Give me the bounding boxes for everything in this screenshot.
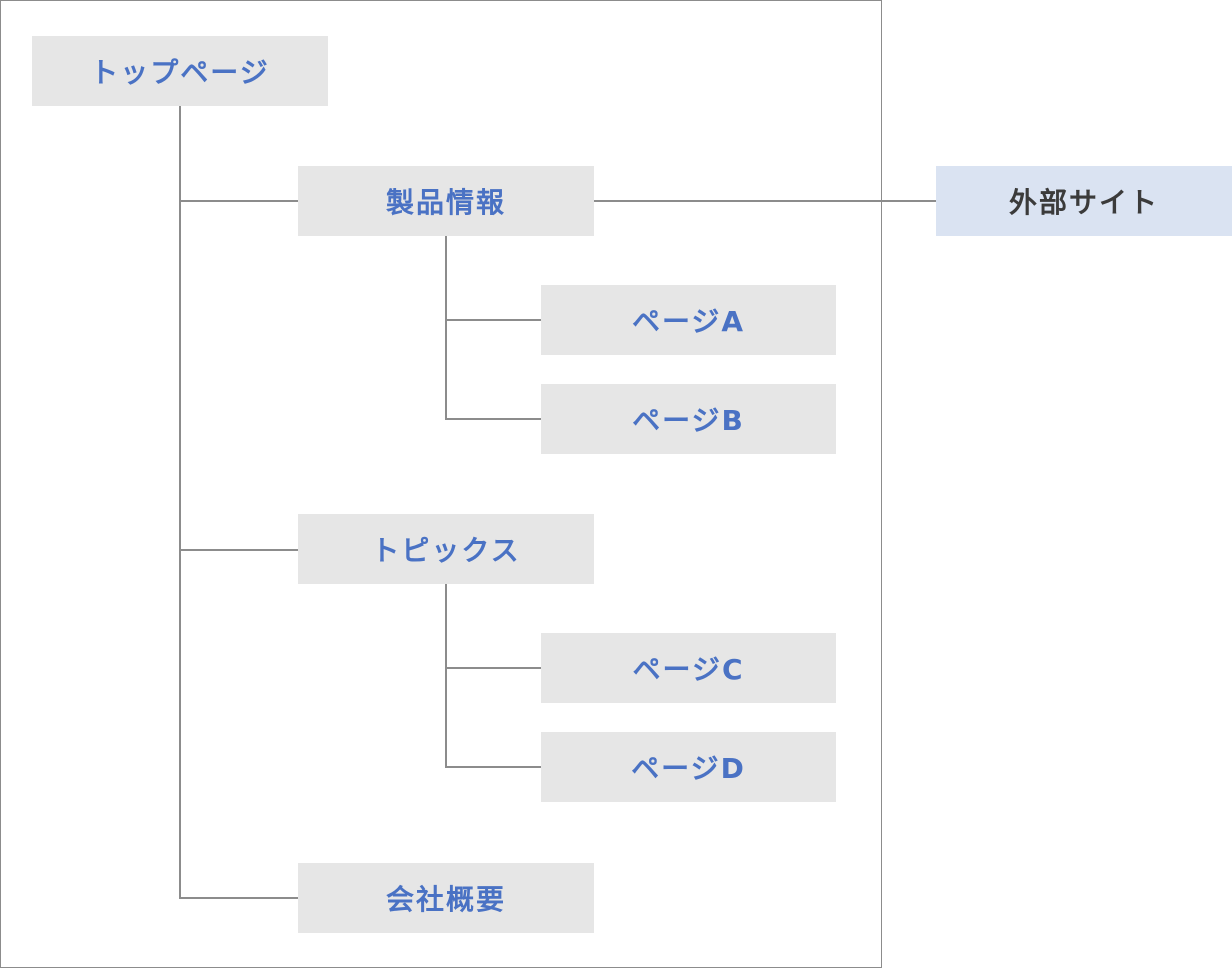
node-external-site: 外部サイト xyxy=(936,166,1232,236)
connector-products-to-external xyxy=(593,200,936,202)
node-page-a: ページA xyxy=(541,285,836,355)
node-page-c: ページC xyxy=(541,633,836,703)
node-products: 製品情報 xyxy=(298,166,594,236)
connector-topics-to-page-d xyxy=(445,766,541,768)
connector-top-to-company xyxy=(179,897,298,899)
node-top-page: トップページ xyxy=(32,36,328,106)
connector-products-trunk xyxy=(445,236,447,420)
connector-top-to-products xyxy=(179,200,298,202)
connector-top-to-topics xyxy=(179,549,298,551)
node-topics: トピックス xyxy=(298,514,594,584)
connector-products-to-page-a xyxy=(445,319,541,321)
node-page-b: ページB xyxy=(541,384,836,454)
site-boundary-frame xyxy=(0,0,882,968)
connector-topics-to-page-c xyxy=(445,667,541,669)
node-page-d: ページD xyxy=(541,732,836,802)
connector-topics-trunk xyxy=(445,584,447,768)
connector-top-trunk xyxy=(179,106,181,899)
connector-products-to-page-b xyxy=(445,418,541,420)
node-company: 会社概要 xyxy=(298,863,594,933)
